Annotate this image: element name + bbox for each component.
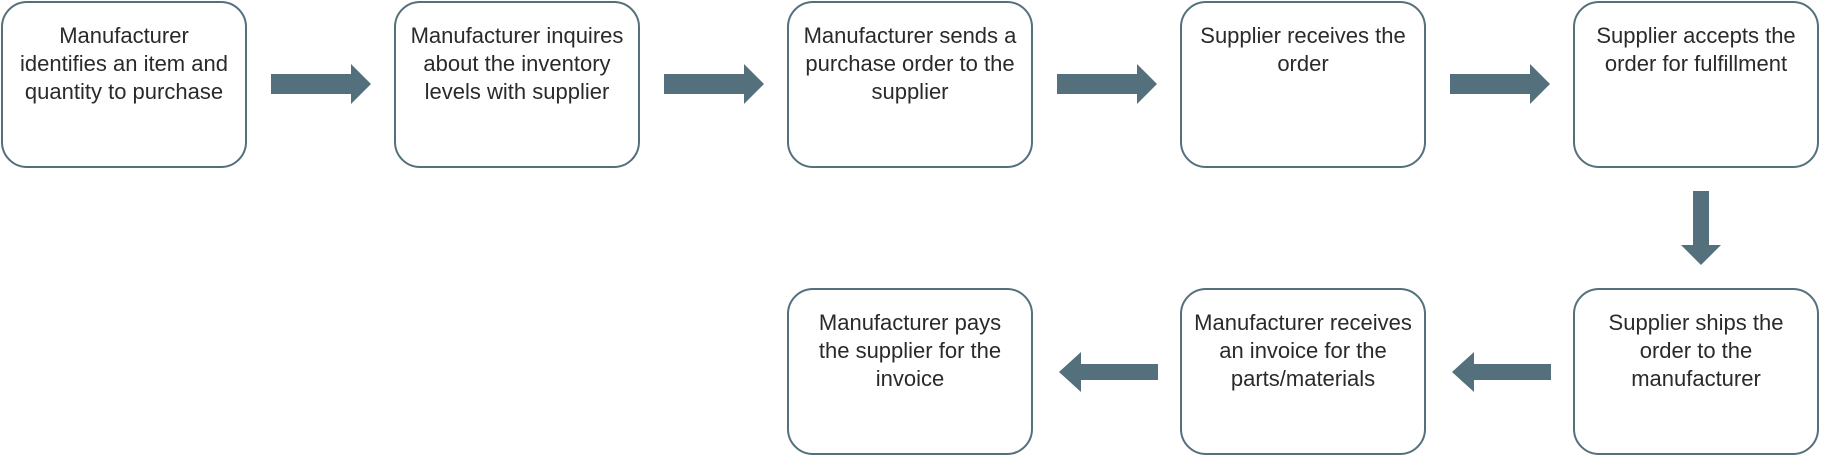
step-1-box: Manufacturer identifies an item and quan…: [1, 1, 247, 168]
step-8-box: Manufacturer pays the supplier for the i…: [787, 288, 1033, 455]
step-1-label: Manufacturer identifies an item and quan…: [20, 23, 228, 104]
step-3-label: Manufacturer sends a purchase order to t…: [803, 23, 1017, 104]
step-7-box: Manufacturer receives an invoice for the…: [1180, 288, 1426, 455]
arrow-left-icon: [1059, 352, 1158, 392]
step-6-label: Supplier ships the order to the manufact…: [1608, 310, 1784, 391]
step-2-box: Manufacturer inquires about the inventor…: [394, 1, 640, 168]
step-6-box: Supplier ships the order to the manufact…: [1573, 288, 1819, 455]
step-4-box: Supplier receives the order: [1180, 1, 1426, 168]
arrow-down-icon: [1681, 191, 1721, 265]
step-5-label: Supplier accepts the order for fulfillme…: [1596, 23, 1796, 76]
step-4-label: Supplier receives the order: [1200, 23, 1406, 76]
step-7-label: Manufacturer receives an invoice for the…: [1194, 310, 1412, 391]
step-8-label: Manufacturer pays the supplier for the i…: [818, 310, 1002, 391]
arrow-right-icon: [1450, 64, 1550, 104]
arrow-left-icon: [1452, 352, 1551, 392]
arrow-right-icon: [1057, 64, 1157, 104]
step-2-label: Manufacturer inquires about the inventor…: [410, 23, 624, 104]
step-5-box: Supplier accepts the order for fulfillme…: [1573, 1, 1819, 168]
step-3-box: Manufacturer sends a purchase order to t…: [787, 1, 1033, 168]
arrow-right-icon: [664, 64, 764, 104]
arrow-right-icon: [271, 64, 371, 104]
